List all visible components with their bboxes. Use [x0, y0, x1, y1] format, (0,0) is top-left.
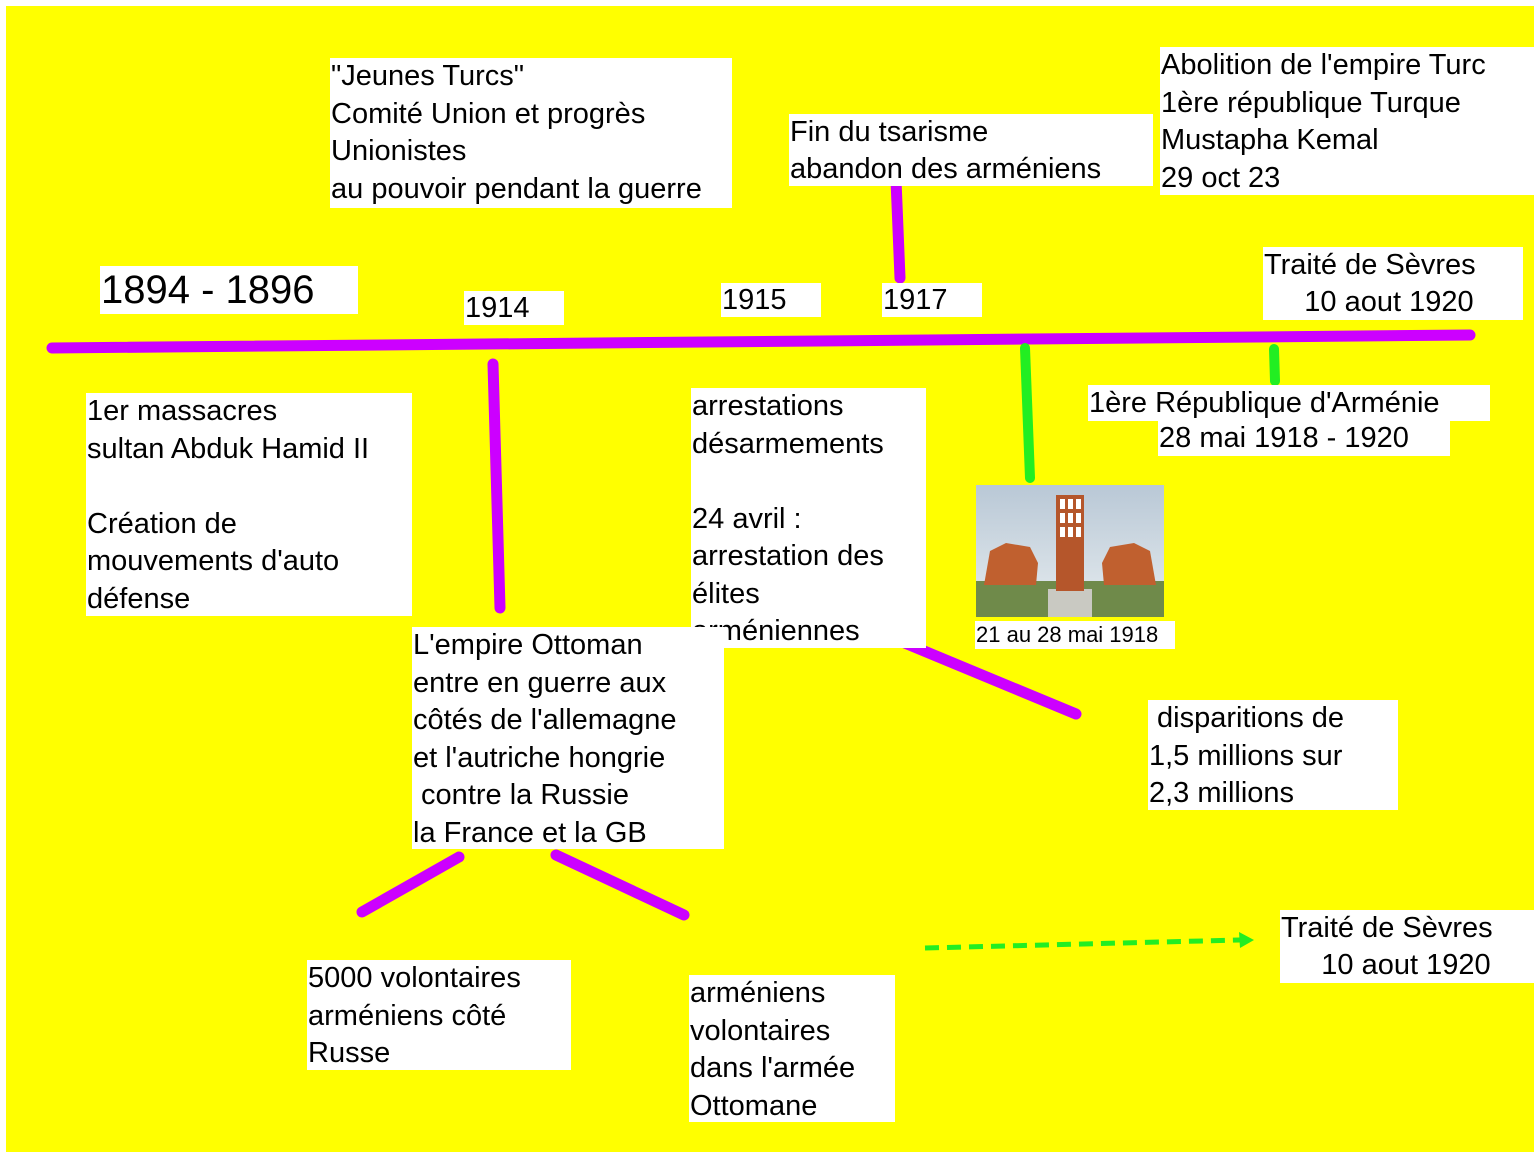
premiers-massacres-box: 1er massacres sultan Abduk Hamid II Créa…	[86, 393, 412, 616]
republique-armenie-dates: 28 mai 1918 - 1920	[1158, 420, 1450, 456]
abolition-empire-box: Abolition de l'empire Turc 1ère républiq…	[1160, 47, 1536, 195]
volontaires-russe-box: 5000 volontaires arméniens côté Russe	[307, 960, 571, 1070]
year-1917: 1917	[882, 283, 982, 317]
memorial-photo-icon	[976, 485, 1164, 617]
year-1914: 1914	[464, 291, 564, 325]
year-1894-1896: 1894 - 1896	[100, 266, 358, 314]
memorial-photo	[976, 485, 1164, 617]
republique-armenie-title: 1ère République d'Arménie	[1088, 385, 1490, 421]
photo-caption: 21 au 28 mai 1918	[975, 621, 1175, 649]
year-1915: 1915	[721, 283, 821, 317]
disparitions-box: disparitions de 1,5 millions sur 2,3 mil…	[1148, 700, 1398, 810]
jeunes-turcs-box: "Jeunes Turcs" Comité Union et progrès U…	[330, 58, 732, 208]
volontaires-ottomane-box: arméniens volontaires dans l'armée Ottom…	[689, 975, 895, 1122]
traite-sevres-top: Traité de Sèvres 10 aout 1920	[1263, 247, 1523, 320]
arrestations-box: arrestations désarmements 24 avril : arr…	[691, 388, 926, 648]
empire-ottoman-box: L'empire Ottoman entre en guerre aux côt…	[412, 627, 724, 849]
traite-sevres-bottom: Traité de Sèvres 10 aout 1920	[1280, 910, 1537, 983]
fin-tsarisme-box: Fin du tsarisme abandon des arméniens	[789, 114, 1153, 186]
